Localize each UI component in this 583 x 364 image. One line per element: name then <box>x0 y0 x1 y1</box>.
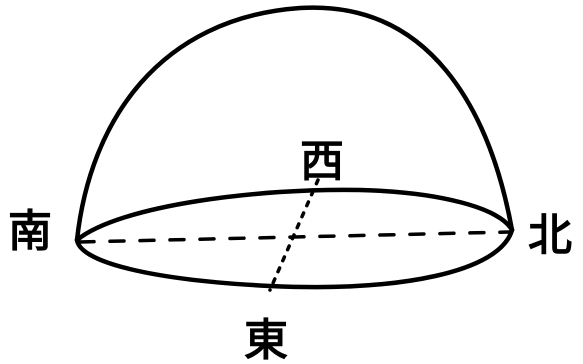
east-west-axis <box>270 180 318 290</box>
label-south: 南 <box>8 206 52 257</box>
dome-outline <box>77 8 512 240</box>
label-north: 北 <box>528 210 572 261</box>
label-east: 東 <box>244 315 288 364</box>
label-west: 西 <box>300 136 344 187</box>
